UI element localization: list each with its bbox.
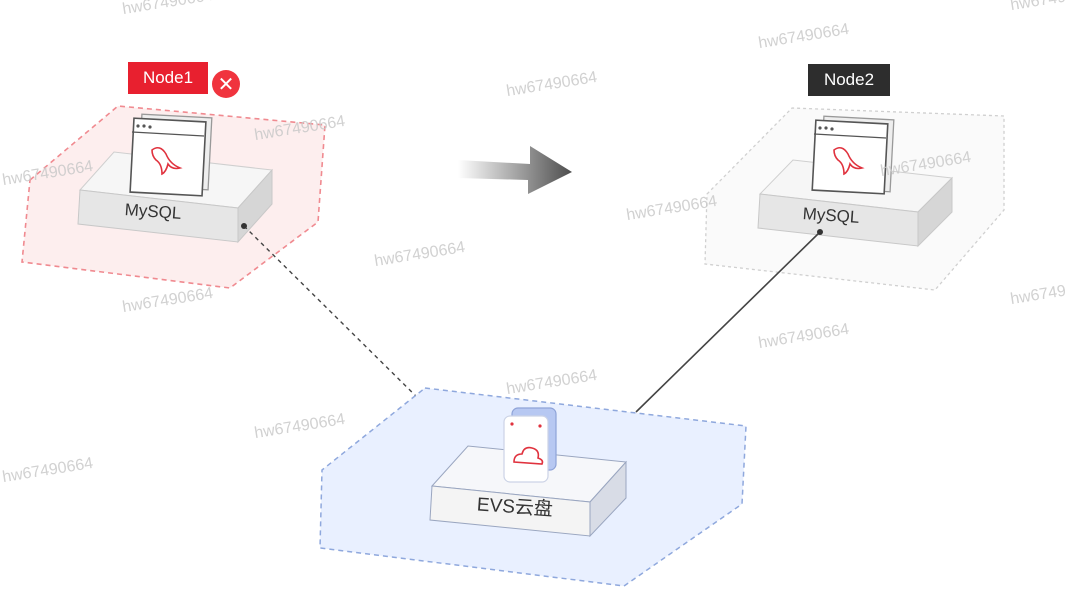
node2-label: Node2 (808, 64, 890, 96)
failed-link-endpoint (241, 223, 247, 229)
active-link-endpoint (817, 229, 823, 235)
node2-mysql-icon (811, 115, 895, 195)
close-circle-icon: ✕ (212, 70, 240, 98)
cloud-disk-icon (503, 407, 557, 483)
active-link (635, 231, 821, 413)
right-arrow-icon (458, 146, 572, 194)
node1-label: Node1 (128, 62, 208, 94)
node1-mysql-icon (129, 113, 213, 197)
